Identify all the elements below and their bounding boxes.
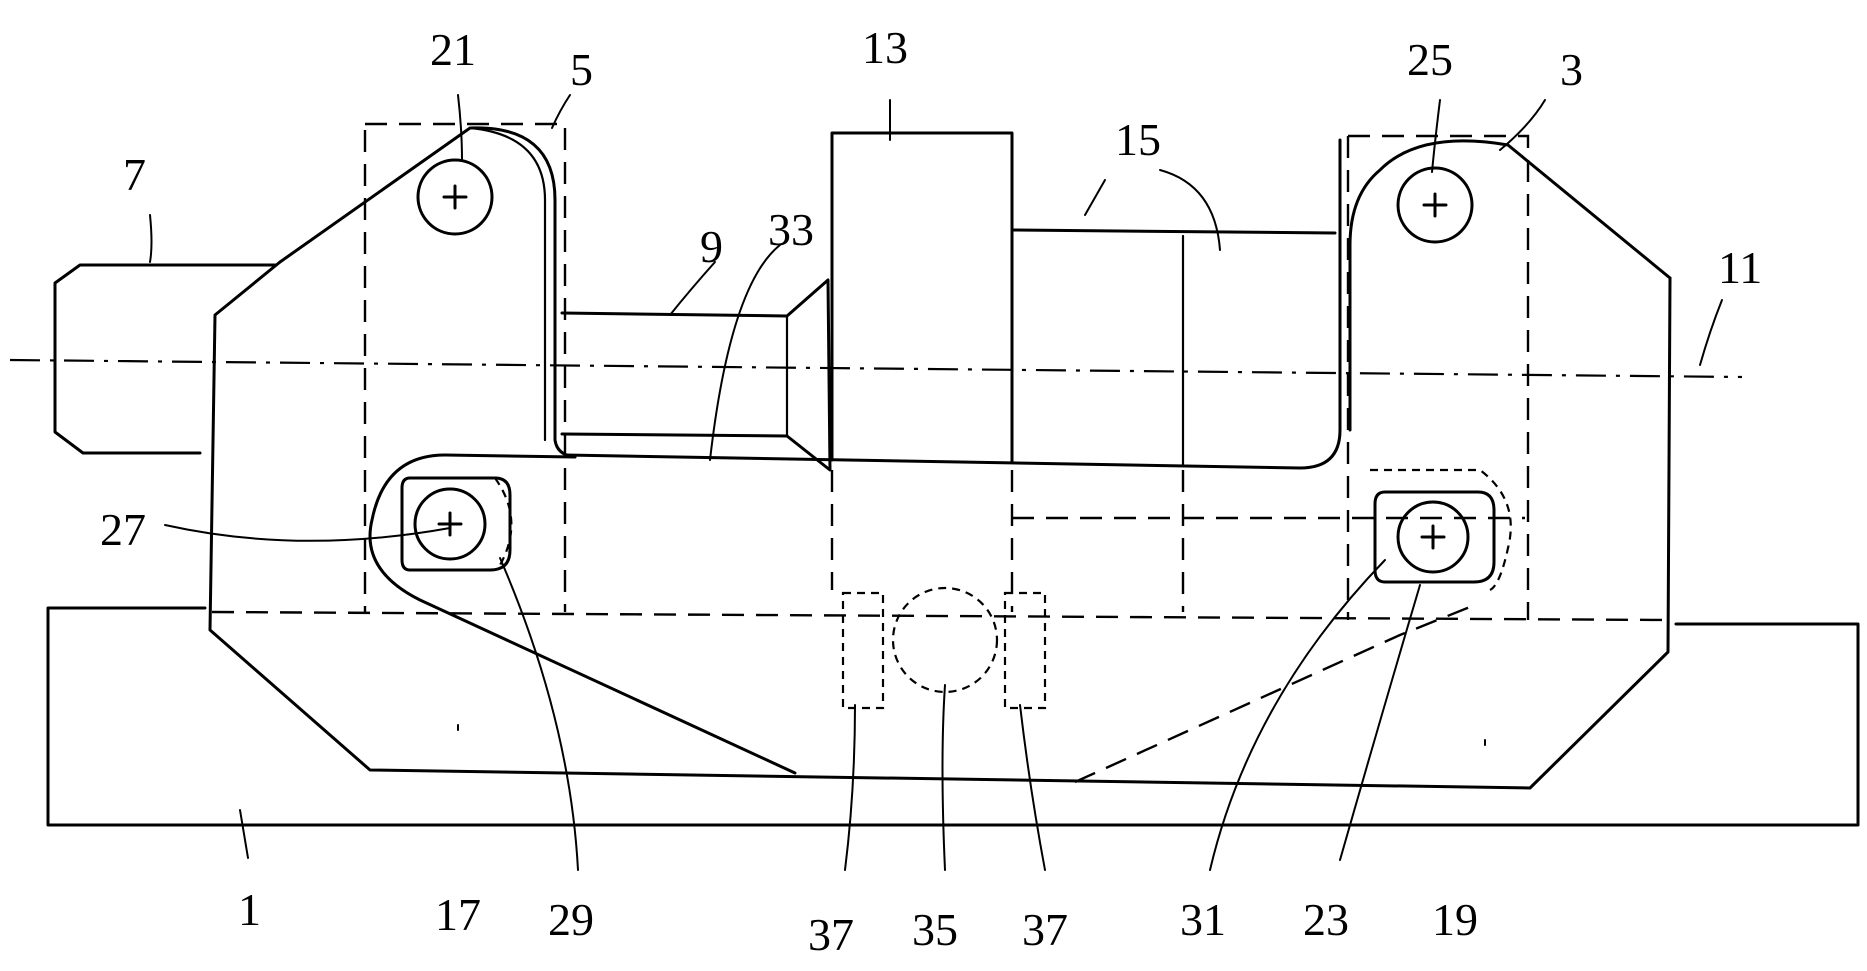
pin-23-cross [1422,526,1444,548]
fixed-jaw-block [832,133,1012,462]
label-33: 33 [768,204,814,255]
label-27: 27 [100,504,146,555]
housing-outline [210,262,1670,788]
leader-11 [1700,300,1722,365]
label-25: 25 [1407,34,1453,85]
leader-37b [1020,705,1045,870]
leader-15b [1160,170,1220,250]
label-37-left: 37 [808,909,854,960]
pivot-21-cross [444,186,466,208]
base-plate [48,608,1858,825]
label-9: 9 [700,221,723,272]
right-jaw-body [1350,141,1670,430]
pivot-25-cross [1424,194,1446,216]
label-23: 23 [1303,894,1349,945]
leader-7 [150,215,152,262]
leader-33 [710,245,780,460]
hidden-vertical-jaw [832,470,1183,612]
guide-top-edge [565,140,1340,468]
label-19: 19 [1432,894,1478,945]
label-5: 5 [570,44,593,95]
label-37-right: 37 [1022,904,1068,955]
left-jaw-inner-edge [470,128,545,440]
leader-15a [1085,180,1105,215]
center-axis-line [10,360,1742,377]
leader-23 [1340,585,1420,860]
leader-1 [240,810,248,858]
label-17: 17 [435,889,481,940]
label-1: 1 [238,884,261,935]
leader-37a [845,705,855,870]
spring-35 [893,588,997,692]
label-11: 11 [1718,242,1762,293]
block-37-left [843,593,883,708]
label-13: 13 [862,22,908,73]
label-21: 21 [430,24,476,75]
leader-3 [1500,100,1545,150]
pin-27-cross [439,513,461,535]
label-31: 31 [1180,894,1226,945]
screw-shaft [562,280,830,470]
leader-27 [165,525,450,541]
jaw-extension [1012,230,1335,233]
leader-21 [458,95,462,160]
label-15: 15 [1115,114,1161,165]
label-3: 3 [1560,44,1583,95]
label-29: 29 [548,894,594,945]
label-7: 7 [123,149,146,200]
leader-29 [500,558,578,870]
left-jaw-body [280,128,575,457]
leader-5 [552,95,570,128]
label-35: 35 [912,904,958,955]
right-arm-19 [1075,605,1475,782]
